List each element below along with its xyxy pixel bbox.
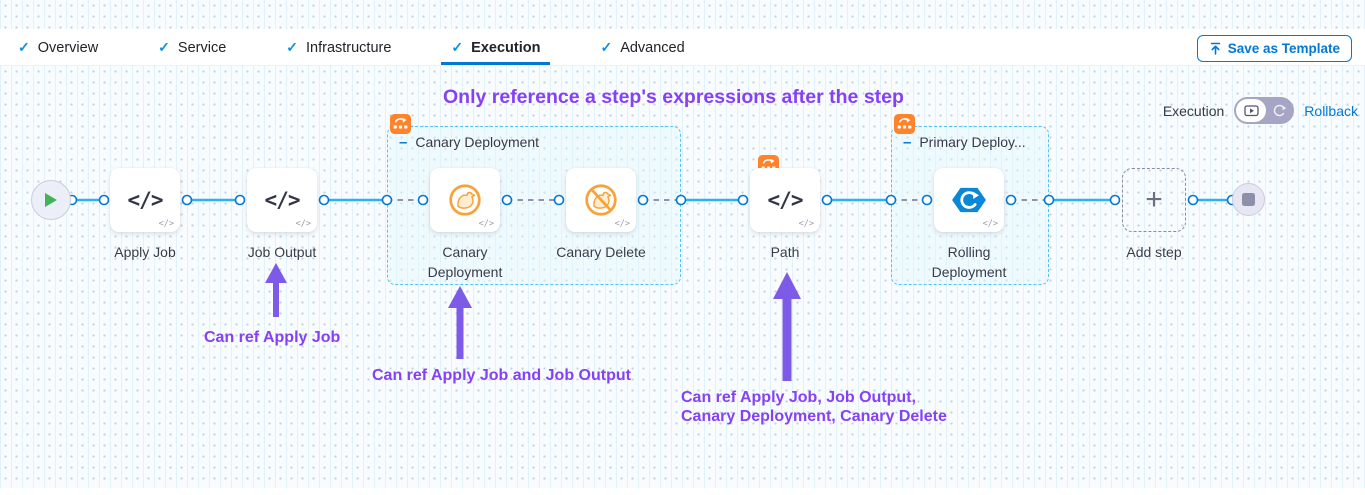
check-icon: ✓ <box>451 39 464 55</box>
check-icon: ✓ <box>600 39 613 55</box>
canary-delete-icon <box>585 184 617 216</box>
connector-point <box>181 194 193 206</box>
canary-deployment-icon <box>449 184 481 216</box>
canvas-top-strip <box>0 0 1365 30</box>
step-rolling-deployment[interactable]: </> <box>934 168 1004 232</box>
execution-rollback-switch: Execution Rollback <box>1163 97 1358 124</box>
tab-label: Infrastructure <box>306 39 392 56</box>
step-canary-delete[interactable]: </> <box>566 168 636 232</box>
tab-overview[interactable]: ✓ Overview <box>8 30 108 65</box>
connector-point <box>381 194 393 206</box>
annotation-arrow-up <box>265 263 287 317</box>
step-apply-job[interactable]: </> </> <box>110 168 180 232</box>
rolling-deployment-icon <box>952 187 986 213</box>
connector-point <box>553 194 565 206</box>
execution-toggle-segment[interactable] <box>1236 99 1267 122</box>
stop-icon <box>1242 193 1255 206</box>
connector-point <box>1043 194 1055 206</box>
collapse-icon[interactable]: – <box>399 133 408 151</box>
step-type-code-icon: </> <box>614 219 630 229</box>
step-path[interactable]: </> </> <box>750 168 820 232</box>
code-icon: </> <box>127 188 164 212</box>
save-as-template-button[interactable]: Save as Template <box>1196 35 1352 62</box>
collapse-icon[interactable]: – <box>903 133 912 151</box>
rollback-link[interactable]: Rollback <box>1304 102 1358 119</box>
annotation-arrow-up <box>773 272 801 381</box>
step-label-canary-delete: Canary Delete <box>556 244 646 260</box>
tab-infrastructure[interactable]: ✓ Infrastructure <box>276 30 401 65</box>
code-icon: </> <box>264 188 301 212</box>
tab-label: Advanced <box>620 39 685 56</box>
connector-point <box>98 194 110 206</box>
step-type-code-icon: </> <box>158 219 174 229</box>
step-type-code-icon: </> <box>982 219 998 229</box>
tab-label: Execution <box>471 39 541 56</box>
save-as-template-label: Save as Template <box>1227 41 1340 56</box>
tab-label: Overview <box>37 39 99 56</box>
annotation-can-ref-3: Can ref Apply Job, Job Output, Canary De… <box>681 388 947 426</box>
execution-rollback-toggle[interactable] <box>1234 97 1295 124</box>
rollback-toggle-segment[interactable] <box>1266 103 1292 118</box>
add-step-button[interactable]: + <box>1122 168 1186 232</box>
annotation-line-1: Can ref Apply Job, Job Output, <box>681 389 916 406</box>
code-icon: </> <box>767 188 804 212</box>
connector-point <box>1187 194 1199 206</box>
rollback-icon <box>1273 104 1286 117</box>
connector-point <box>737 194 749 206</box>
play-icon <box>45 193 57 207</box>
connector-point <box>234 194 246 206</box>
connector-point <box>885 194 897 206</box>
step-canary-deployment[interactable]: </> <box>430 168 500 232</box>
connector-point <box>821 194 833 206</box>
tab-execution[interactable]: ✓ Execution <box>441 30 551 65</box>
step-label-canary-deployment: Canary Deployment <box>427 244 503 280</box>
check-icon: ✓ <box>158 39 170 55</box>
execution-mode-label: Execution <box>1162 102 1225 119</box>
pipeline-start-node[interactable] <box>31 180 71 220</box>
step-label-apply-job: Apply Job <box>114 244 176 260</box>
connector-point <box>675 194 687 206</box>
pipeline-canvas[interactable]: Only reference a step's expressions afte… <box>0 66 1365 488</box>
tab-advanced[interactable]: ✓ Advanced <box>590 30 694 65</box>
connector-point <box>417 194 429 206</box>
canvas-bottom-strip <box>0 488 1365 495</box>
step-label-rolling-deployment: Rolling Deployment <box>931 244 1007 280</box>
pipeline-end-node[interactable] <box>1232 183 1265 216</box>
group-header: – Canary Deployment <box>388 127 680 150</box>
annotation-can-ref-2: Can ref Apply Job and Job Output <box>372 367 631 384</box>
group-title: Primary Deploy... <box>919 134 1026 150</box>
looping-strategy-badge-icon <box>390 114 411 134</box>
connector-point <box>637 194 649 206</box>
step-type-code-icon: </> <box>295 219 311 229</box>
step-label-path: Path <box>770 244 800 260</box>
plus-icon: + <box>1145 183 1163 216</box>
connector-point <box>501 194 513 206</box>
upload-icon <box>1210 42 1220 55</box>
annotation-arrow-up <box>448 286 472 359</box>
step-type-code-icon: </> <box>798 219 814 229</box>
step-type-code-icon: </> <box>478 219 494 229</box>
group-header: – Primary Deploy... <box>892 127 1048 150</box>
check-icon: ✓ <box>18 39 30 55</box>
annotation-can-ref-1: Can ref Apply Job <box>204 329 341 346</box>
annotation-heading: Only reference a step's expressions afte… <box>443 86 904 108</box>
tab-service[interactable]: ✓ Service <box>148 30 236 65</box>
step-job-output[interactable]: </> </> <box>247 168 317 232</box>
tab-label: Service <box>177 39 227 56</box>
connector-point <box>921 194 933 206</box>
stage-config-tabbar: ✓ Overview ✓ Service ✓ Infrastructure ✓ … <box>0 30 1365 66</box>
check-icon: ✓ <box>286 39 298 55</box>
looping-strategy-badge-icon <box>894 114 915 134</box>
group-title: Canary Deployment <box>415 134 540 150</box>
connector-point <box>1005 194 1017 206</box>
connector-point <box>1109 194 1121 206</box>
execution-icon <box>1244 105 1259 117</box>
connector-point <box>318 194 330 206</box>
add-step-label: Add step <box>1126 244 1182 260</box>
annotation-line-2: Canary Deployment, Canary Delete <box>681 408 947 425</box>
step-label-job-output: Job Output <box>247 244 317 260</box>
